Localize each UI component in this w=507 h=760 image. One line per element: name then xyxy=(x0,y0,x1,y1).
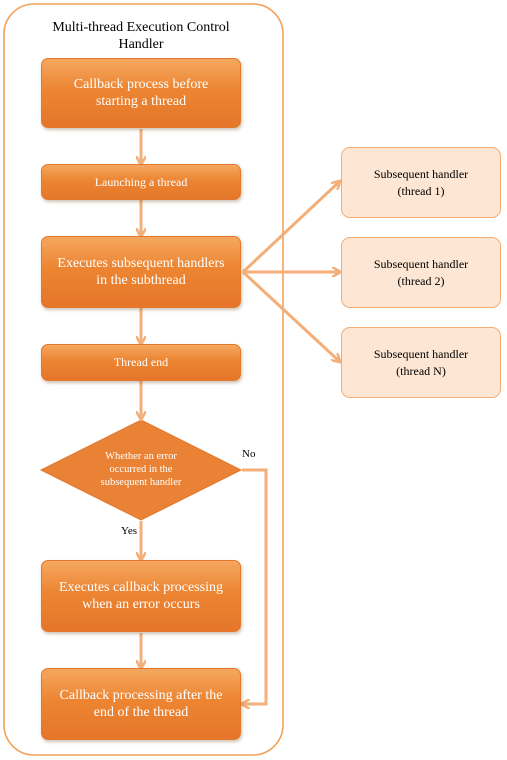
subsequent-handler-thread-2-thread: (thread 2) xyxy=(397,273,445,288)
step-thread-end: Thread end xyxy=(41,344,241,381)
step-executes-callback-error-label: Executes callback processing when an err… xyxy=(58,580,224,612)
edge-label-yes: Yes xyxy=(121,525,138,537)
step-callback-after-thread: Callback processing after the end of the… xyxy=(41,668,241,740)
step-thread-end-label: Thread end xyxy=(113,355,169,369)
arrow-no-branch xyxy=(242,468,268,704)
subsequent-handler-thread-n-thread: (thread N) xyxy=(396,363,446,378)
arrow-to-thread-n xyxy=(241,270,339,361)
decision-label: Whether an error occurred in the subsequ… xyxy=(100,451,182,488)
arrow-to-thread-1 xyxy=(241,182,339,274)
subsequent-handler-thread-2-name: Subsequent handler xyxy=(373,256,469,271)
step-executes-subsequent: Executes subsequent handlers in the subt… xyxy=(41,236,241,308)
subsequent-handler-thread-2: Subsequent handler (thread 2) xyxy=(341,237,501,308)
step-launching-thread: Launching a thread xyxy=(41,164,241,200)
step-callback-before-thread: Callback process before starting a threa… xyxy=(41,58,241,128)
subsequent-handler-thread-n-name: Subsequent handler xyxy=(373,346,469,361)
subsequent-handler-thread-1-thread: (thread 1) xyxy=(397,183,445,198)
step-launching-thread-label: Launching a thread xyxy=(94,174,188,189)
step-executes-callback-error: Executes callback processing when an err… xyxy=(41,560,241,632)
step-callback-before-thread-label: Callback process before starting a threa… xyxy=(73,77,209,109)
step-callback-after-thread-label: Callback processing after the end of the… xyxy=(59,688,223,720)
container-title: Multi-thread Execution Control Handler xyxy=(52,20,230,52)
decision-diamond xyxy=(39,419,243,521)
subsequent-handler-thread-1: Subsequent handler (thread 1) xyxy=(341,147,501,218)
step-executes-subsequent-label: Executes subsequent handlers in the subt… xyxy=(57,256,225,288)
edge-label-no: No xyxy=(242,448,256,460)
container-frame xyxy=(3,3,284,756)
subsequent-handler-thread-1-name: Subsequent handler xyxy=(373,166,469,181)
subsequent-handler-thread-n: Subsequent handler (thread N) xyxy=(341,327,501,398)
